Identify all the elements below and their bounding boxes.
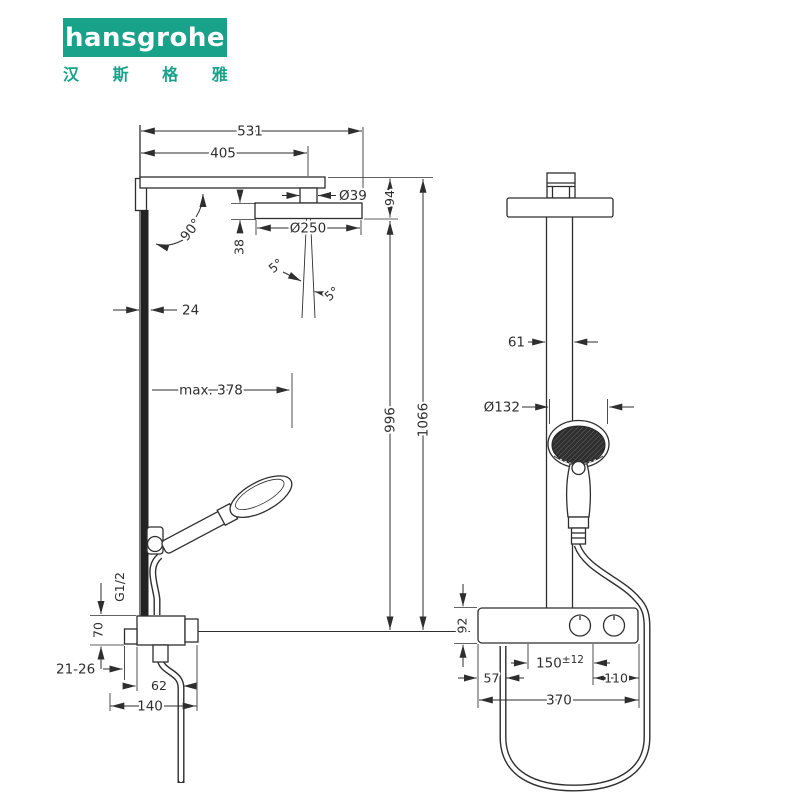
dim-hose-offset: 62 [151, 678, 167, 693]
dim-max-reach: max. 378 [179, 383, 243, 399]
hand-shower-front [547, 419, 610, 545]
dim-handshower-diameter: Ø132 [484, 400, 520, 416]
dim-plate-thickness: 38 [232, 239, 247, 255]
thermostat-shelf-front [477, 607, 639, 644]
dim-height-to-head: 996 [383, 407, 399, 433]
dim-spray-angle-right: 5° [321, 283, 342, 304]
handle-connector [567, 516, 590, 529]
dim-head-diameter: Ø250 [290, 221, 326, 237]
shower-arm [139, 176, 326, 189]
dim-head-assembly-height: 94 [382, 190, 397, 206]
dim-spray-angle-left: 5° [265, 255, 286, 276]
dim-shelf-width: 370 [546, 693, 572, 709]
shower-bar-side [141, 210, 149, 617]
dim-shelf-height: 92 [455, 618, 470, 634]
overhead-plate-front [506, 197, 614, 218]
shower-bar-front [545, 217, 574, 608]
front-view: 61 Ø132 92 57 [453, 172, 651, 792]
dim-group-front: 61 Ø132 92 57 [453, 333, 640, 711]
dim-arm-angle: 90° [177, 216, 204, 245]
brand-logo-box: hansgrohe [63, 18, 227, 57]
shower-hose-front [499, 543, 651, 792]
hose-connector [152, 644, 169, 663]
dim-connector-diameter: Ø39 [339, 188, 367, 204]
brand-logo-text: hansgrohe [65, 22, 225, 53]
dim-valve-projection: 140 [137, 699, 163, 715]
brand-logo: hansgrohe 汉 斯 格 雅 [63, 18, 240, 85]
dim-total-height: 1066 [416, 403, 432, 437]
dim-arm-projection: 405 [210, 146, 236, 162]
dim-valve-height: 70 [91, 622, 106, 638]
dim-inlet-to-edge: 110 [604, 671, 628, 686]
thermostat-valve-side [123, 615, 199, 663]
ceiling-connector [546, 172, 576, 199]
dim-bar-width: 61 [508, 335, 525, 351]
dim-wall-adjust-range: 21-26 [56, 662, 95, 678]
side-view: 531 405 Ø39 94 [54, 122, 470, 783]
hand-shower-side [161, 475, 293, 554]
hand-shower-holder [146, 526, 164, 555]
dim-thread-size: G1/2 [112, 572, 127, 602]
volume-knob [602, 614, 626, 637]
dim-edge-to-hose: 57 [484, 671, 500, 686]
dim-inlet-spacing: 150±12 [536, 654, 584, 672]
brand-logo-chinese: 汉 斯 格 雅 [63, 65, 240, 84]
dim-group-side: 531 405 Ø39 94 [54, 122, 434, 717]
spray-face [551, 425, 606, 465]
temperature-knob [568, 614, 592, 637]
dim-bar-depth: 24 [182, 303, 199, 319]
arm-connector [299, 187, 318, 204]
spray-lines [301, 218, 316, 319]
wall-supply-connector [123, 628, 138, 645]
dim-total-width: 531 [237, 124, 263, 140]
thermostat-knobs [568, 614, 626, 637]
overhead-plate-side [254, 202, 363, 220]
